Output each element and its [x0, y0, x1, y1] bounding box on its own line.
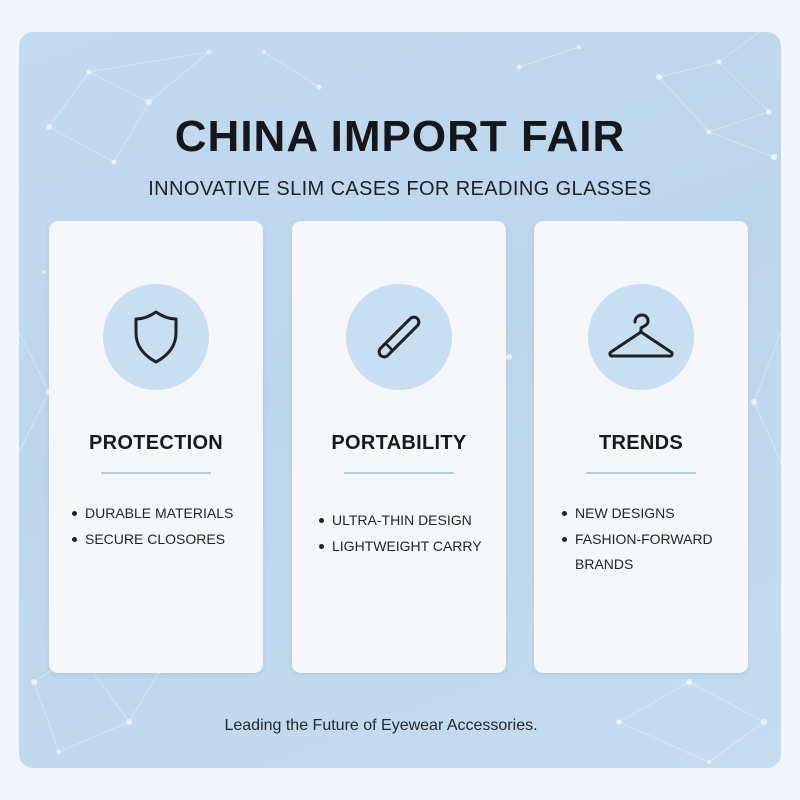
icon-badge: [588, 284, 694, 390]
page-subtitle: INNOVATIVE SLIM CASES FOR READING GLASSE…: [148, 178, 652, 200]
shield-icon: [134, 310, 178, 364]
list-item: ULTRA-THIN DESIGN: [318, 508, 504, 534]
list-item: FASHION-FORWARD BRANDS: [561, 527, 747, 578]
icon-badge: [103, 284, 209, 390]
list-item: SECURE CLOSORES: [71, 527, 257, 553]
card-divider: [101, 472, 211, 474]
list-item: LIGHTWEIGHT CARRY: [318, 534, 504, 560]
feature-card-portability: PORTABILITY ULTRA-THIN DESIGN LIGHTWEIGH…: [292, 221, 506, 673]
list-item: DURABLE MATERIALS: [71, 501, 257, 527]
feature-list: NEW DESIGNS FASHION-FORWARD BRANDS: [561, 501, 747, 578]
hanger-icon: [608, 313, 674, 358]
card-divider: [586, 472, 696, 474]
card-title: PORTABILITY: [331, 432, 467, 454]
feature-card-protection: PROTECTION DURABLE MATERIALS SECURE CLOS…: [49, 221, 263, 673]
page-title: CHINA IMPORT FAIR: [174, 112, 626, 161]
feature-list: ULTRA-THIN DESIGN LIGHTWEIGHT CARRY: [318, 508, 504, 559]
network-background-pattern: [19, 32, 781, 764]
feature-list: DURABLE MATERIALS SECURE CLOSORES: [71, 501, 257, 552]
slim-case-icon: [377, 315, 421, 359]
card-title: TRENDS: [598, 432, 684, 454]
icon-badge: [346, 284, 452, 390]
feature-card-trends: TRENDS NEW DESIGNS FASHION-FORWARD BRAND…: [534, 221, 748, 673]
card-title: PROTECTION: [88, 432, 224, 454]
footer-tagline: Leading the Future of Eyewear Accessorie…: [224, 717, 538, 734]
list-item: NEW DESIGNS: [561, 501, 747, 527]
card-divider: [344, 472, 454, 474]
